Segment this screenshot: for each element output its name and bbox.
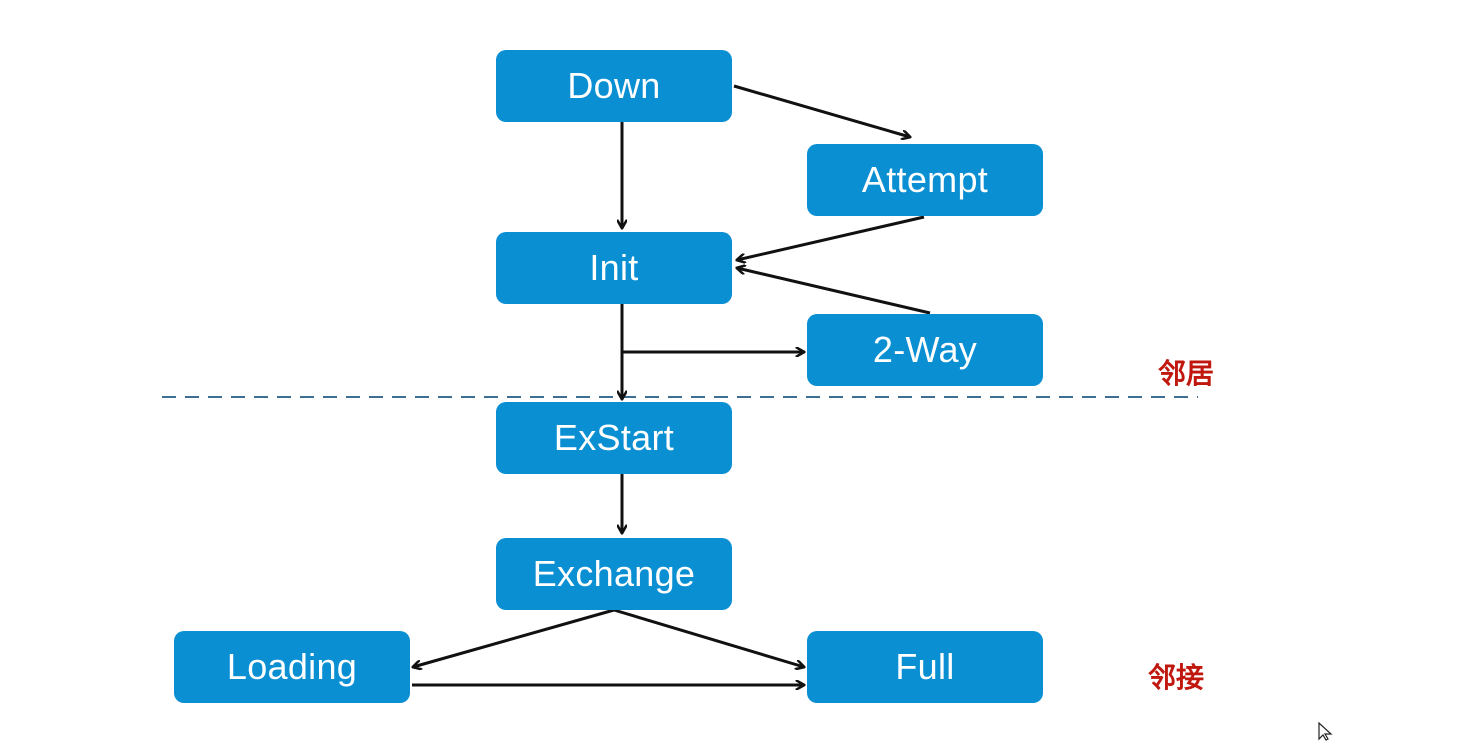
state-attempt: Attempt (807, 144, 1043, 216)
arrow-down-to-attempt (733, 84, 910, 137)
arrow-exchange-to-loading (413, 608, 615, 667)
arrow-exchange-to-full (613, 608, 804, 667)
state-exstart: ExStart (496, 402, 732, 474)
state-loading: Loading (174, 631, 410, 703)
state-2way: 2-Way (807, 314, 1043, 386)
state-init: Init (496, 232, 732, 304)
state-exchange: Exchange (496, 538, 732, 610)
arrow-attempt-to-init (737, 215, 925, 260)
arrow-2way-to-init (737, 268, 931, 315)
state-down: Down (496, 50, 732, 122)
zone-label-neighbor: 邻居 (1158, 357, 1215, 390)
zone-label-adjacency: 邻接 (1148, 661, 1205, 694)
mouse-pointer-icon (1318, 722, 1333, 741)
state-full: Full (807, 631, 1043, 703)
